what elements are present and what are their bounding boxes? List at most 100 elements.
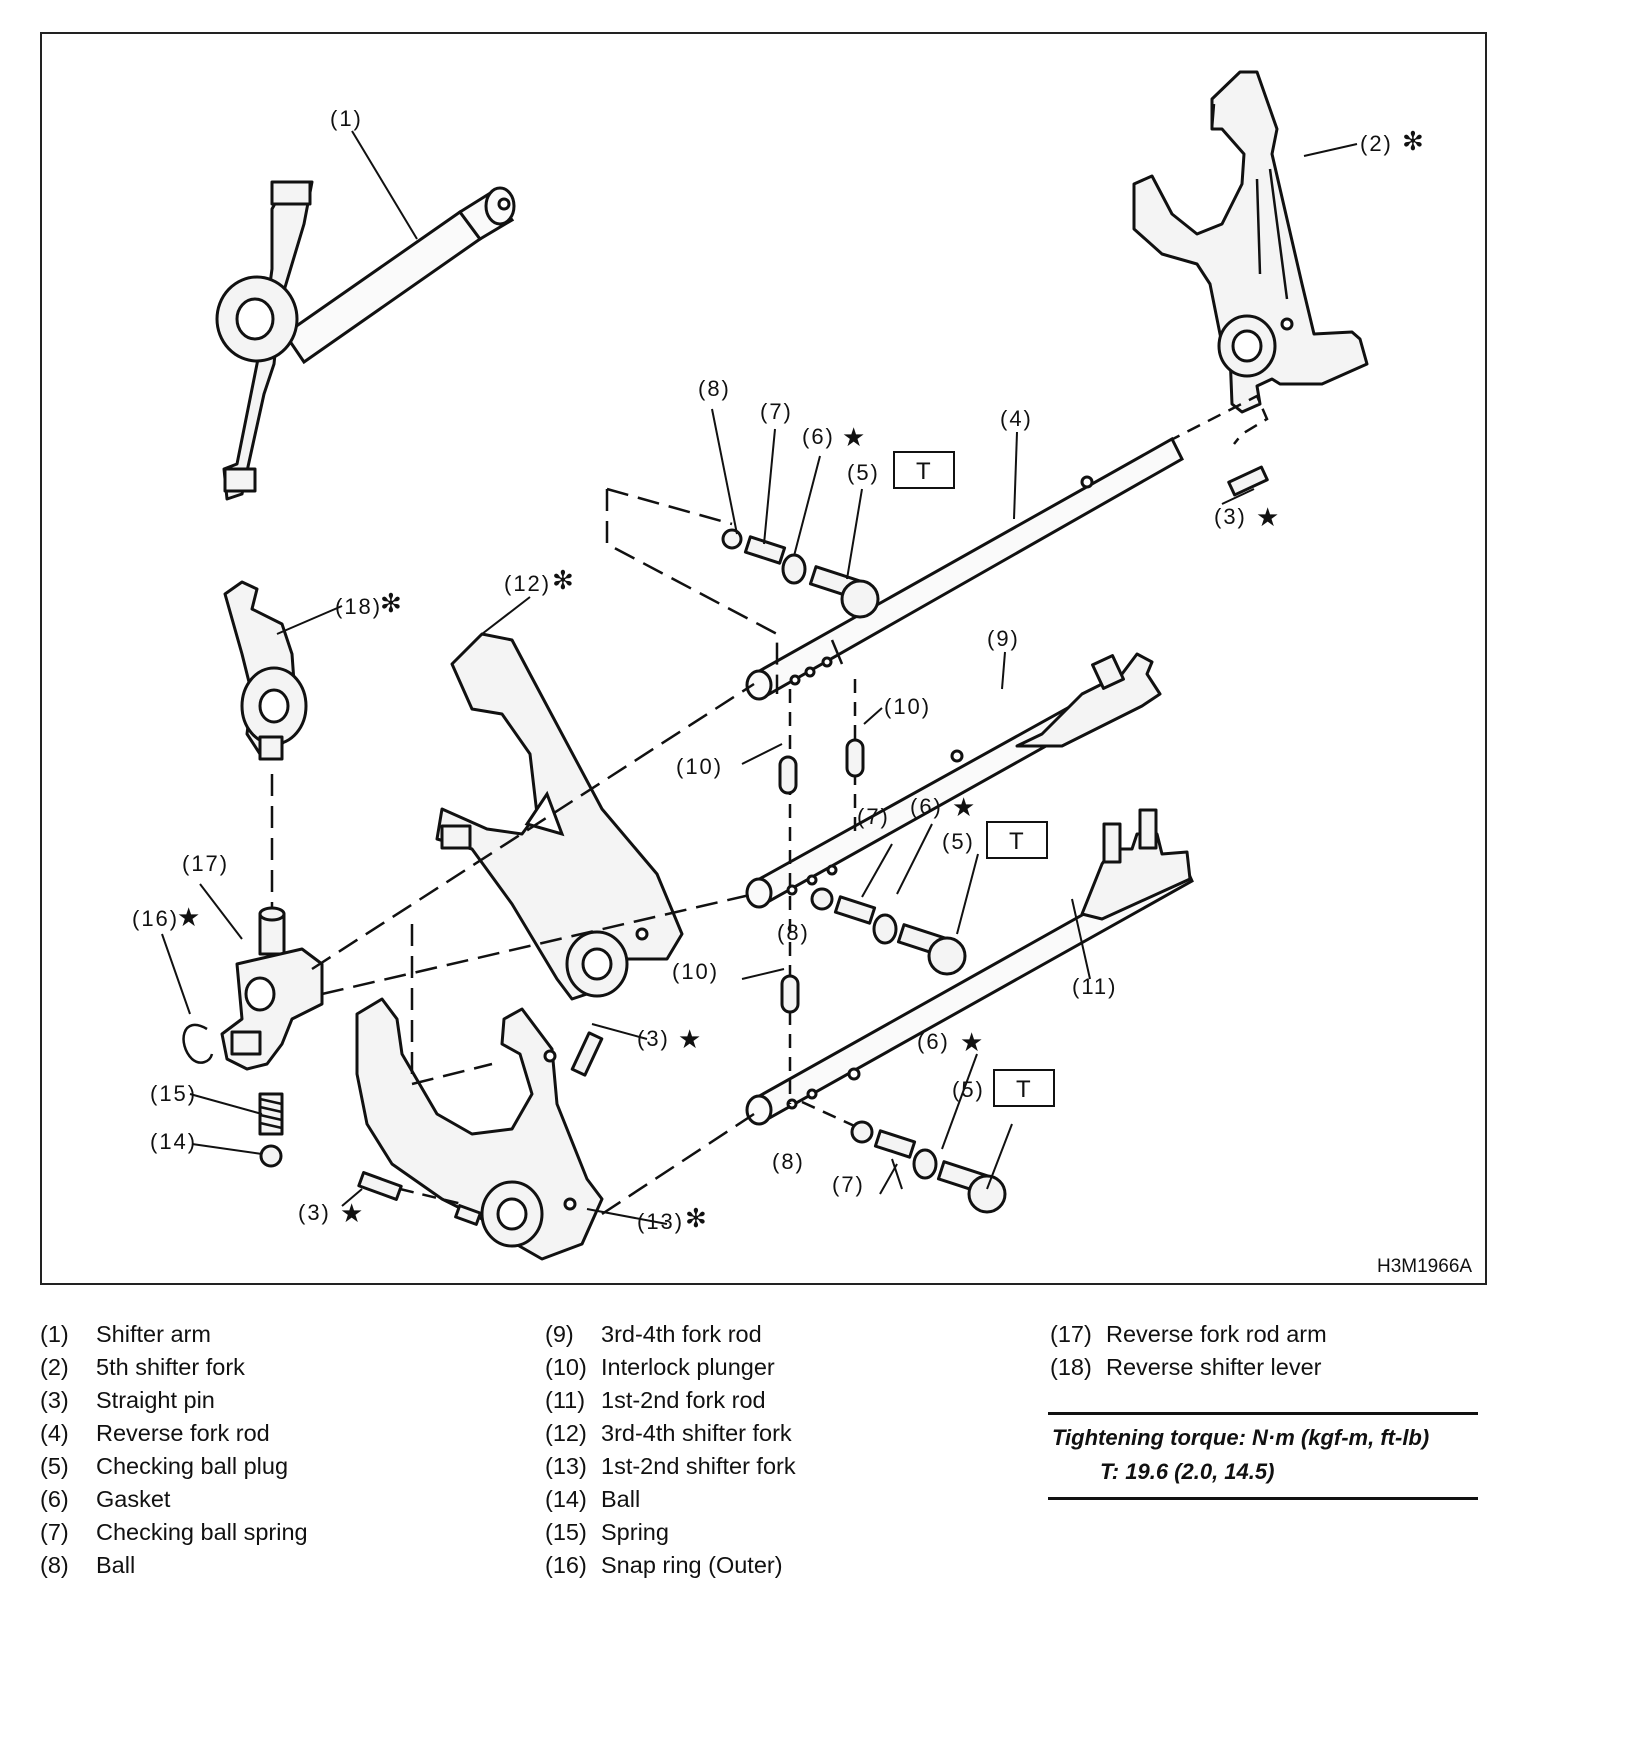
check-ball-assembly-middle bbox=[810, 887, 967, 976]
callout-13: (13) bbox=[637, 1209, 684, 1234]
asterisk-mark-13: ✻ bbox=[685, 1204, 707, 1234]
star-mark-6-bottom: ★ bbox=[960, 1028, 983, 1058]
legend-number: (10) bbox=[545, 1354, 587, 1380]
interlock-plunger-b bbox=[845, 738, 865, 778]
callout-4: (4) bbox=[1000, 406, 1033, 431]
legend-number: (5) bbox=[40, 1453, 69, 1479]
interlock-plunger-a bbox=[778, 755, 798, 795]
legend-label: Checking ball spring bbox=[96, 1519, 308, 1545]
third-fourth-shifter-fork bbox=[435, 632, 684, 1001]
snap-ring bbox=[182, 1023, 214, 1064]
spring bbox=[258, 1092, 284, 1136]
first-second-shifter-fork bbox=[355, 997, 604, 1261]
leader-lines bbox=[161, 130, 1358, 1225]
legend-column-2: (9)3rd-4th fork rod (10) Interlock plunge… bbox=[545, 1318, 796, 1582]
legend-item: (17) Reverse fork rod arm bbox=[1050, 1318, 1327, 1351]
legend-label: Interlock plunger bbox=[601, 1354, 775, 1380]
callout-6-mid: (6) bbox=[910, 794, 943, 819]
legend-item: (1)Shifter arm bbox=[40, 1318, 308, 1351]
callout-6-top: (6) bbox=[802, 424, 835, 449]
legend-label: Spring bbox=[601, 1519, 669, 1545]
callout-10-bottom: (10) bbox=[672, 959, 719, 984]
legend-label: Checking ball plug bbox=[96, 1453, 289, 1479]
reverse-shifter-lever bbox=[223, 580, 308, 761]
callout-5-bottom: (5) bbox=[952, 1077, 985, 1102]
callout-1: (1) bbox=[330, 106, 363, 131]
torque-box-top bbox=[893, 451, 955, 489]
ball-14 bbox=[259, 1144, 283, 1168]
shifter-arm bbox=[215, 180, 516, 501]
callout-17: (17) bbox=[182, 851, 229, 876]
legend-label: Reverse shifter lever bbox=[1106, 1354, 1322, 1380]
asterisk-mark-2: ✻ bbox=[1402, 127, 1424, 157]
callout-12: (12) bbox=[504, 571, 551, 596]
legend-number: (12) bbox=[545, 1420, 587, 1446]
legend-label: Ball bbox=[601, 1486, 641, 1512]
legend-item: (7) Checking ball spring bbox=[40, 1516, 308, 1549]
callout-14: (14) bbox=[150, 1129, 197, 1154]
legend-number: (4) bbox=[40, 1420, 69, 1446]
callout-5-mid: (5) bbox=[942, 829, 975, 854]
callout-16: (16) bbox=[132, 906, 179, 931]
legend-item: (11)1st-2nd fork rod bbox=[545, 1384, 796, 1417]
legend-label: 3rd-4th fork rod bbox=[601, 1321, 762, 1347]
legend-item: (12)3rd-4th shifter fork bbox=[545, 1417, 796, 1450]
legend-column-3: (17)Reverse fork rod arm (18)Reverse shi… bbox=[1050, 1318, 1327, 1384]
callout-8-mid: (8) bbox=[777, 920, 810, 945]
torque-box-bottom bbox=[993, 1069, 1055, 1107]
legend-label: Shifter arm bbox=[96, 1321, 211, 1347]
legend-number: (6) bbox=[40, 1486, 69, 1512]
legend-number: (16) bbox=[545, 1552, 587, 1578]
legend-item: (9)3rd-4th fork rod bbox=[545, 1318, 796, 1351]
straight-pin-1 bbox=[1227, 465, 1269, 497]
legend-item: (15)Spring bbox=[545, 1516, 796, 1549]
legend-label: Gasket bbox=[96, 1486, 171, 1512]
legend-number: (3) bbox=[40, 1387, 69, 1413]
legend-number: (2) bbox=[40, 1354, 69, 1380]
exploded-view-diagram: (1) (2) ✻ (4) (8) (7) (6) ★ (5) T (3) ★ … bbox=[132, 70, 1472, 1277]
legend-label: Reverse fork rod bbox=[96, 1420, 270, 1446]
check-ball-assembly-top bbox=[721, 528, 880, 619]
legend-item: (14) Ball bbox=[545, 1483, 796, 1516]
star-mark-3-mid: ★ bbox=[678, 1025, 701, 1055]
diagram-frame: (1) (2) ✻ (4) (8) (7) (6) ★ (5) T (3) ★ … bbox=[40, 32, 1487, 1285]
straight-pin-3 bbox=[357, 1171, 482, 1226]
legend-number: (7) bbox=[40, 1519, 69, 1545]
star-mark-16: ★ bbox=[177, 903, 200, 933]
callout-3-mid: (3) bbox=[637, 1026, 670, 1051]
legend-label: Reverse fork rod arm bbox=[1106, 1321, 1327, 1347]
legend-item: (16) Snap ring (Outer) bbox=[545, 1549, 796, 1582]
asterisk-mark-12: ✻ bbox=[552, 566, 574, 596]
callout-7-top: (7) bbox=[760, 399, 793, 424]
callout-10-top: (10) bbox=[884, 694, 931, 719]
callout-3-right: (3) bbox=[1214, 504, 1247, 529]
callout-3-bottom: (3) bbox=[298, 1200, 331, 1225]
legend-label: Snap ring (Outer) bbox=[601, 1552, 783, 1578]
legend-item: (5) Checking ball plug bbox=[40, 1450, 308, 1483]
callout-8-top: (8) bbox=[698, 376, 731, 401]
legend-label: 5th shifter fork bbox=[96, 1354, 245, 1380]
callout-8-bottom: (8) bbox=[772, 1149, 805, 1174]
interlock-plunger-c bbox=[780, 974, 800, 1014]
star-mark-6-top: ★ bbox=[842, 423, 865, 453]
legend-label: 1st-2nd shifter fork bbox=[601, 1453, 796, 1479]
legend-item: (3)Straight pin bbox=[40, 1384, 308, 1417]
callout-7-bottom: (7) bbox=[832, 1172, 865, 1197]
straight-pin-2 bbox=[570, 1031, 604, 1077]
legend-number: (13) bbox=[545, 1453, 587, 1479]
torque-box-mid-label: T bbox=[1009, 828, 1024, 855]
reverse-fork-rod-arm bbox=[220, 906, 324, 1071]
legend-item: (4) Reverse fork rod bbox=[40, 1417, 308, 1450]
legend-item: (13) 1st-2nd shifter fork bbox=[545, 1450, 796, 1483]
asterisk-mark-18: ✻ bbox=[380, 589, 402, 619]
torque-box-bottom-label: T bbox=[1016, 1076, 1031, 1103]
legend-number: (17) bbox=[1050, 1321, 1092, 1347]
star-mark-3-right: ★ bbox=[1256, 503, 1279, 533]
fifth-shifter-fork bbox=[1132, 70, 1369, 414]
first-second-fork-rod bbox=[745, 808, 1194, 1126]
callout-11: (11) bbox=[1072, 974, 1118, 999]
legend-number: (14) bbox=[545, 1486, 587, 1512]
reverse-fork-rod bbox=[745, 436, 1184, 701]
legend-number: (11) bbox=[545, 1387, 586, 1413]
check-ball-assembly-bottom bbox=[850, 1120, 1007, 1214]
